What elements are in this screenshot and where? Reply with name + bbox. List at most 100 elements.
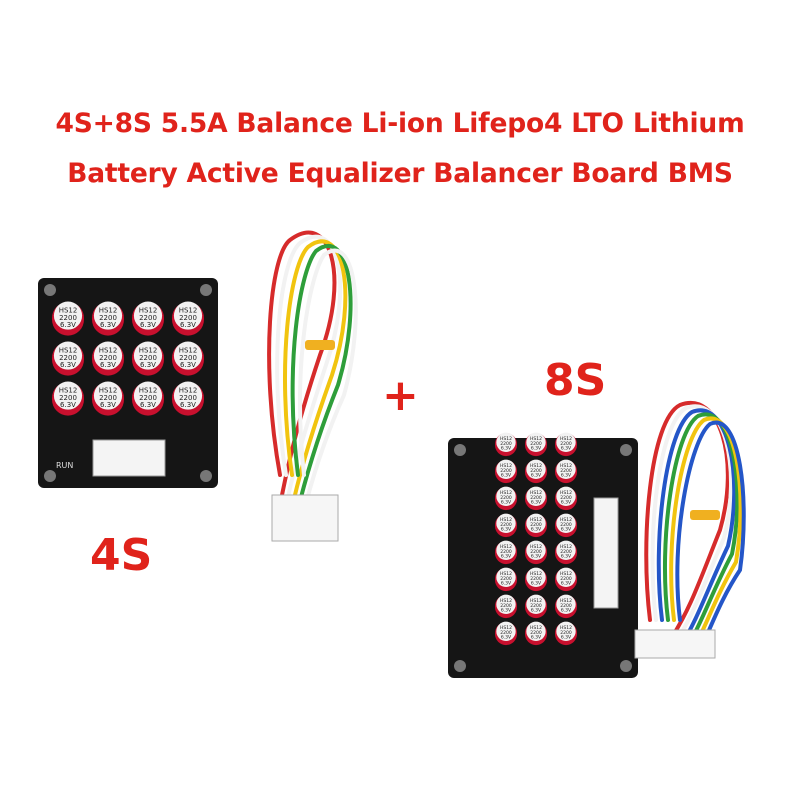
capacitor-label: HS12 [530,625,542,631]
capacitor-label: 2200 [139,354,157,362]
capacitor-label: 6.3V [531,500,542,506]
capacitor-label: 2200 [560,522,572,528]
capacitor-label: 6.3V [501,527,512,533]
capacitor-label: HS12 [560,490,572,496]
capacitor-label: 6.3V [180,321,196,329]
capacitor-label: HS12 [59,386,78,394]
capacitor-label: 6.3V [561,500,572,506]
capacitor-label: 2200 [179,354,197,362]
capacitor-label: HS12 [500,490,512,496]
capacitor-label: HS12 [179,386,198,394]
capacitor-label: 2200 [500,630,512,636]
wire-harness-4s [267,230,358,542]
capacitor-label: 2200 [530,495,542,501]
capacitor-label: HS12 [99,306,118,314]
capacitor-label: HS12 [530,436,542,442]
run-label: RUN [56,461,73,470]
capacitor-label: 2200 [500,441,512,447]
capacitor-label: 2200 [560,549,572,555]
capacitor-label: 2200 [530,441,542,447]
capacitor-label: 6.3V [561,554,572,560]
capacitor-label: HS12 [59,346,78,354]
capacitor-label: 6.3V [531,581,542,587]
capacitor-label: 2200 [59,314,77,322]
capacitor-label: HS12 [530,517,542,523]
capacitor-label: HS12 [99,346,118,354]
capacitor-label: 2200 [530,549,542,555]
capacitor-label: 6.3V [100,361,116,369]
capacitor-label: 6.3V [531,446,542,452]
capacitor-label: 2200 [99,394,117,402]
capacitor-label: HS12 [530,571,542,577]
capacitor-label: 6.3V [531,554,542,560]
capacitor-label: HS12 [59,306,78,314]
capacitor-label: 2200 [560,630,572,636]
capacitor-label: HS12 [530,598,542,604]
capacitor-label: 2200 [560,468,572,474]
capacitor-label: 6.3V [100,401,116,409]
capacitor-label: HS12 [560,544,572,550]
capacitor-label: HS12 [560,598,572,604]
balancer-board-4s: HS1222006.3VHS1222006.3VHS1222006.3VHS12… [38,278,218,488]
capacitor-label: 2200 [500,549,512,555]
wire-harness-8s [634,401,746,659]
capacitor-label: 6.3V [561,527,572,533]
capacitor-label: HS12 [500,517,512,523]
capacitor-label: 2200 [99,314,117,322]
capacitor-label: 2200 [530,603,542,609]
capacitor-label: 6.3V [561,608,572,614]
capacitor-label: 2200 [500,495,512,501]
capacitor-grid-8s: HS1222006.3VHS1222006.3VHS1222006.3VHS12… [495,432,577,646]
capacitor-label: HS12 [139,306,158,314]
capacitor-label: 6.3V [531,527,542,533]
capacitor-label: 6.3V [501,635,512,641]
capacitor-label: 6.3V [531,473,542,479]
capacitor-label: 6.3V [561,473,572,479]
capacitor-label: 2200 [530,630,542,636]
capacitor-label: 2200 [179,394,197,402]
capacitor-label: 2200 [560,495,572,501]
capacitor-label: 2200 [59,394,77,402]
capacitor-grid-4s: HS1222006.3VHS1222006.3VHS1222006.3VHS12… [52,301,204,416]
capacitor-label: 2200 [139,314,157,322]
capacitor-label: 2200 [530,576,542,582]
capacitor-label: 2200 [139,394,157,402]
capacitor-label: HS12 [500,436,512,442]
capacitor-label: HS12 [500,544,512,550]
capacitor-label: 6.3V [561,581,572,587]
product-title-line-2: Battery Active Equalizer Balancer Board … [67,158,733,189]
label-8s: 8S [544,355,607,406]
capacitor-label: HS12 [139,346,158,354]
capacitor-label: 6.3V [501,473,512,479]
capacitor-label: 2200 [530,522,542,528]
capacitor-label: 6.3V [501,500,512,506]
capacitor-label: HS12 [560,436,572,442]
capacitor-label: 2200 [179,314,197,322]
capacitor-label: HS12 [179,346,198,354]
capacitor-label: 2200 [500,468,512,474]
capacitor-label: 2200 [530,468,542,474]
plus-sign: + [382,370,419,421]
capacitor-label: 6.3V [561,446,572,452]
capacitor-label: HS12 [530,463,542,469]
capacitor-label: 6.3V [180,401,196,409]
